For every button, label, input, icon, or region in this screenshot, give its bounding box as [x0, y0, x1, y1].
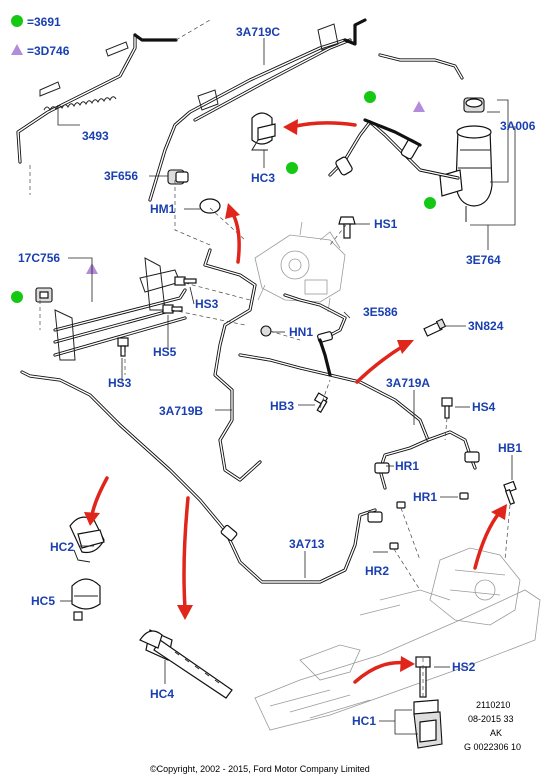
part-HC1-clamp	[413, 699, 443, 749]
part-HB1-bolt	[503, 480, 517, 506]
part-power-steering-pump	[254, 221, 346, 313]
purple-triangle-marker-1	[413, 101, 425, 112]
arrow-head-6	[491, 504, 507, 520]
label-3A713: 3A713	[289, 537, 325, 551]
part-HS2-bolt	[415, 656, 431, 698]
part-HS1-bolt	[338, 216, 356, 239]
label-HS1: HS1	[374, 217, 398, 231]
part-HC4-clip-strap	[139, 629, 233, 699]
label-HC4: HC4	[150, 687, 174, 701]
arrow-head-2	[225, 203, 240, 219]
part-HN1-nut	[260, 325, 272, 337]
label-HN1: HN1	[289, 325, 313, 339]
green-dot-marker-4	[11, 291, 23, 303]
part-3N824-fitting	[423, 318, 447, 337]
arrow-head-7	[400, 656, 415, 672]
info-line-3: AK	[490, 728, 502, 738]
red-arrows	[84, 119, 507, 684]
part-3A719A-pressure-line	[238, 338, 480, 490]
green-dot-marker-1	[364, 91, 376, 103]
copyright-text: ©Copyright, 2002 - 2015, Ford Motor Comp…	[150, 764, 370, 774]
part-HC5-clip	[71, 578, 101, 621]
info-line-2: 08-2015 33	[468, 714, 514, 724]
label-HC1: HC1	[352, 714, 376, 728]
label-HB3: HB3	[270, 399, 294, 413]
green-dot-marker-3	[424, 197, 436, 209]
info-line-1: 2110210	[476, 700, 510, 710]
part-3E764-supply-hose	[328, 118, 460, 180]
info-block: 2110210 08-2015 33 AK G 0022306 10	[464, 700, 521, 752]
leader-lines	[57, 38, 516, 735]
label-3493: 3493	[82, 129, 109, 143]
label-HM1: HM1	[150, 202, 176, 216]
label-HR1-b: HR1	[413, 490, 437, 504]
label-HB1: HB1	[498, 441, 522, 455]
part-HR2-retainer	[389, 542, 399, 550]
part-3493-cooler-tube	[16, 19, 211, 195]
arrow-head-5	[177, 605, 193, 620]
part-HM1-o-ring	[199, 198, 221, 214]
label-3A719C: 3A719C	[236, 25, 280, 39]
part-HS4-bolt	[441, 397, 453, 419]
label-HC2: HC2	[50, 540, 74, 554]
green-dot-icon	[11, 15, 23, 27]
green-dot-marker-2	[286, 162, 298, 174]
part-HB3-bolt	[313, 392, 329, 414]
label-HS4: HS4	[472, 400, 496, 414]
part-3A719B-pressure-line	[203, 248, 262, 482]
part-cooler-bracket-assembly	[53, 257, 187, 361]
part-HS5-bolt	[162, 304, 183, 314]
part-HS3-bolt-lower	[117, 337, 129, 357]
label-HC5: HC5	[31, 594, 55, 608]
label-HC3: HC3	[251, 171, 275, 185]
label-HR2: HR2	[365, 564, 389, 578]
arrow-head-4	[84, 512, 100, 526]
label-HR1-a: HR1	[395, 459, 419, 473]
label-HS3-upper: HS3	[195, 297, 219, 311]
part-3F656-plug	[167, 169, 189, 185]
arrow-head-1	[283, 119, 298, 135]
part-3A719C-return-pipe	[148, 18, 464, 202]
legend-green-text: =3691	[27, 15, 61, 29]
label-HS3-lower: HS3	[108, 376, 132, 390]
part-labels: 3A719C 3493 3A006 3F656 HC3 HM1 HS1 3E76…	[18, 25, 536, 728]
part-3A713-return-hose	[20, 370, 383, 584]
part-HC2-clip	[69, 516, 105, 563]
label-3A719A: 3A719A	[386, 376, 430, 390]
label-3F656: 3F656	[104, 169, 138, 183]
part-steering-gear	[254, 547, 541, 731]
part-3A006-reservoir	[439, 97, 493, 222]
label-17C756: 17C756	[18, 251, 60, 265]
part-HC3-clip	[251, 112, 276, 151]
legend-purple-text: =3D746	[27, 44, 70, 58]
part-HR1-retainer	[396, 492, 469, 509]
part-17C756-mounting	[35, 287, 53, 303]
legend: =3691 =3D746	[11, 15, 70, 58]
part-HS3-bolt-upper	[174, 276, 197, 286]
label-3E586: 3E586	[363, 305, 398, 319]
label-3A006: 3A006	[500, 119, 536, 133]
purple-triangle-icon	[11, 44, 23, 55]
arrow-head-3	[397, 340, 414, 354]
label-3N824: 3N824	[468, 319, 504, 333]
info-line-4: G 0022306 10	[464, 742, 521, 752]
label-3A719B: 3A719B	[159, 404, 203, 418]
label-HS5: HS5	[153, 345, 177, 359]
reference-lines	[39, 180, 511, 697]
label-HS2: HS2	[452, 660, 476, 674]
label-3E764: 3E764	[466, 253, 501, 267]
